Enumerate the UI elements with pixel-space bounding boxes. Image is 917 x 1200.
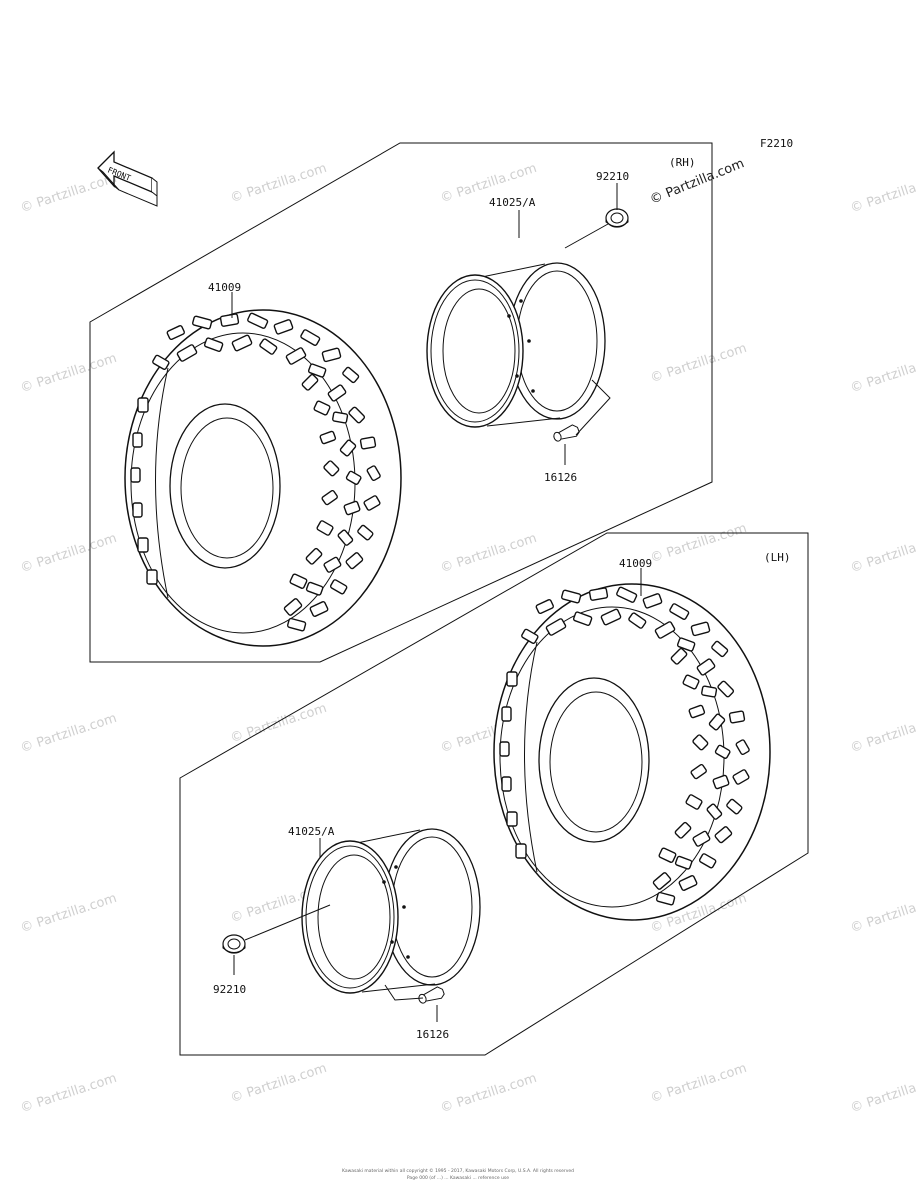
footer-copyright-line2: Page 000 (of ...) ... Kawasaki ... refer…: [407, 1175, 509, 1181]
reference-code: F2210: [760, 137, 793, 150]
front-direction-arrow: FRONT: [97, 150, 158, 207]
front-arrow-icon: [97, 150, 158, 207]
panel-lh-side-label: (LH): [764, 551, 791, 564]
panel-lh-valve: [416, 985, 446, 1007]
watermark-text: © Partzilla.com: [19, 171, 119, 216]
watermark-text: © Partzilla.com: [229, 1061, 329, 1106]
watermark-text: © Partzilla.com: [19, 711, 119, 756]
watermark-text: © Partzilla.com: [849, 1071, 917, 1116]
watermark-text: © Partzilla.com: [849, 891, 917, 936]
panel-lh-frame: [179, 532, 809, 1056]
panel-lh-nut: [222, 934, 246, 954]
panel-rh-nut: [605, 208, 629, 228]
watermark-text: © Partzilla.com: [19, 891, 119, 936]
watermark-text: © Partzilla.com: [849, 711, 917, 756]
panel-rh-valve: [551, 423, 581, 445]
panel-lh-tire-part-number: 41009: [619, 557, 652, 570]
panel-rh: (RH) 92210 41025/A 41009 16126: [89, 142, 713, 663]
panel-rh-nut-part-number: 92210: [596, 170, 629, 183]
panel-lh-tire: [494, 584, 770, 920]
panel-rh-wheel: [426, 262, 606, 428]
panel-lh-valve-part-number: 16126: [416, 1028, 449, 1041]
watermark-text: © Partzilla.com: [849, 171, 917, 216]
watermark-text: © Partzilla.com: [19, 531, 119, 576]
panel-rh-side-label: (RH): [669, 156, 696, 169]
panel-rh-wheel-part-number: 41025/A: [489, 196, 536, 209]
watermark-primary: © Partzilla.com: [648, 156, 747, 207]
watermark-text: © Partzilla.com: [649, 341, 749, 386]
watermark-text: © Partzilla.com: [19, 351, 119, 396]
watermark-text: © Partzilla.com: [19, 1071, 119, 1116]
watermark-text: © Partzilla.com: [649, 521, 749, 566]
panel-lh: (LH) 41009 41025/A 92210 16126: [179, 532, 809, 1056]
watermark-text: © Partzilla.com: [849, 351, 917, 396]
panel-rh-frame: [89, 142, 713, 663]
watermark-text: © Partzilla.com: [229, 161, 329, 206]
watermark-text: © Partzilla.com: [849, 531, 917, 576]
panel-rh-valve-part-number: 16126: [544, 471, 577, 484]
panel-lh-nut-part-number: 92210: [213, 983, 246, 996]
panel-rh-tire: [125, 310, 401, 646]
watermark-text: © Partzilla.com: [649, 1061, 749, 1106]
watermark-text: © Partzilla.com: [439, 531, 539, 576]
watermark-text: © Partzilla.com: [229, 701, 329, 746]
panel-lh-wheel: [301, 828, 481, 994]
panel-rh-tire-part-number: 41009: [208, 281, 241, 294]
watermark-text: © Partzilla.com: [439, 1071, 539, 1116]
footer-copyright: Kawasaki material within all copyright ©…: [342, 1167, 574, 1174]
panel-lh-wheel-part-number: 41025/A: [288, 825, 335, 838]
